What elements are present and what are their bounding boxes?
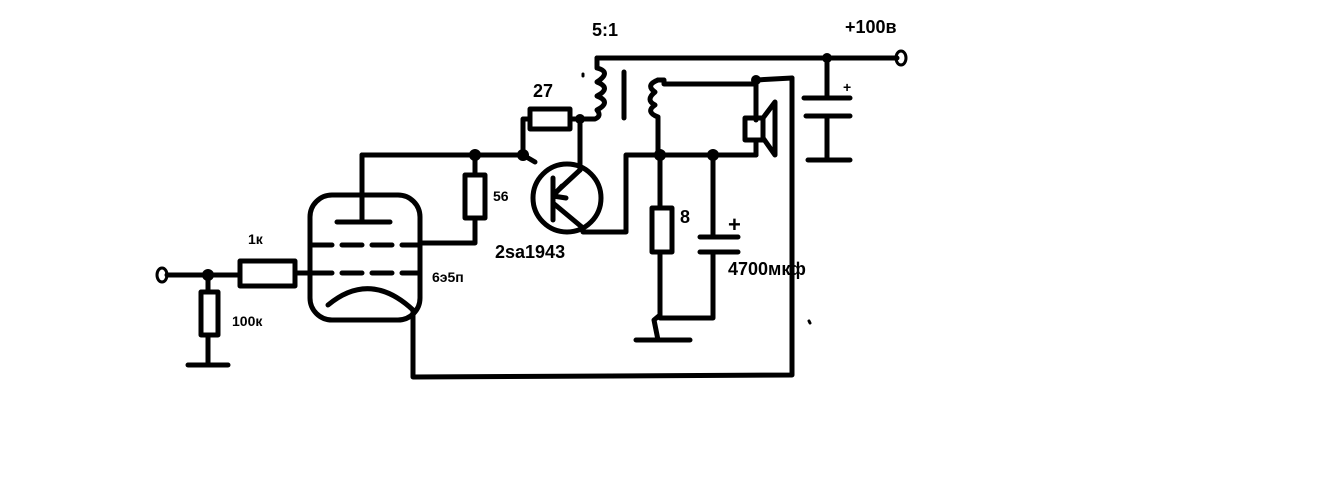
capacitor-4700uf <box>697 234 741 255</box>
resistor-8 <box>649 205 675 255</box>
resistor-56-label: 56 <box>493 188 509 204</box>
base-to-transistor <box>520 152 538 165</box>
secondary-top-lead <box>655 75 759 87</box>
transistor-collector <box>550 200 586 231</box>
capacitor-plus: + <box>728 212 741 237</box>
transformer-secondary <box>647 77 661 158</box>
resistor-27-label: 27 <box>533 81 553 101</box>
transistor-2sa1943 <box>530 161 604 235</box>
transistor-arrow <box>550 183 569 201</box>
supply-capacitor-plus: + <box>843 79 851 95</box>
ground-symbol <box>633 312 693 343</box>
transistor-body <box>530 161 604 235</box>
speaker-supply-wire <box>753 75 795 83</box>
grid-resistor-1k <box>237 258 298 289</box>
screen-resistor-lead <box>417 152 478 246</box>
resistor-56 <box>462 172 488 221</box>
speaker-cone <box>760 99 778 158</box>
input-resistor-label: 100к <box>232 313 263 329</box>
input-resistor-100k <box>198 289 221 338</box>
vacuum-tube-6e5p <box>307 152 423 323</box>
collector-wire <box>580 152 663 235</box>
cathode-return-wire <box>410 75 795 380</box>
tube-cathode <box>325 286 416 313</box>
tube-envelope <box>307 192 423 323</box>
tube-label: 6э5п <box>432 269 464 285</box>
stray-mark <box>807 319 812 325</box>
transformer-ratio-label: 5:1 <box>592 20 618 40</box>
tube-anode <box>334 152 393 225</box>
transistor-label: 2sa1943 <box>495 242 565 262</box>
supply-terminal <box>894 49 908 67</box>
speaker-icon <box>742 81 778 158</box>
capacitor-label: 4700мкф <box>728 259 806 279</box>
grid-resistor-label: 1к <box>248 231 264 247</box>
resistor-8-label: 8 <box>680 207 690 227</box>
resistor-27 <box>527 106 573 132</box>
supply-capacitor <box>801 55 853 163</box>
transformer-primary <box>577 55 607 122</box>
capacitor-lead <box>657 152 716 321</box>
output-transformer <box>577 55 759 158</box>
supply-label: +100в <box>845 17 897 37</box>
